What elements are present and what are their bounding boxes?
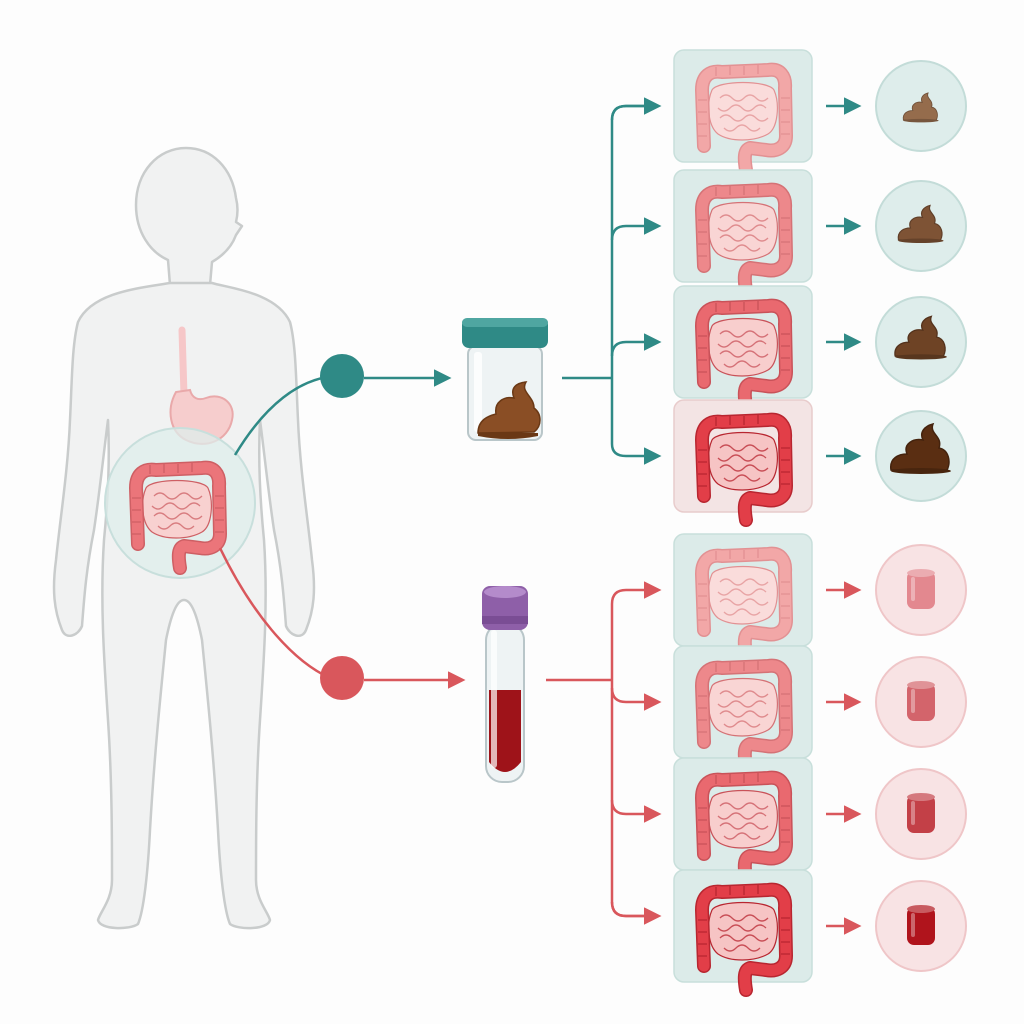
blood-stage-4-colon-icon <box>695 882 793 997</box>
blood-stage-3-blood-cup-icon <box>875 768 967 860</box>
blood-stage-1-blood-cup-icon <box>875 544 967 636</box>
digestive-tract-icon <box>129 460 227 575</box>
stool-stage-1-colon-icon <box>695 62 793 177</box>
stool-branch-tree <box>562 97 662 465</box>
red-node-icon <box>320 656 364 700</box>
stool-stage-2-stool-icon <box>875 180 967 272</box>
blood-stage-3 <box>673 757 967 885</box>
human-body-icon <box>52 146 316 930</box>
teal-node-icon <box>320 354 364 398</box>
stool-sample-jar-icon <box>462 318 548 441</box>
blood-stage-3-colon-icon <box>695 770 793 885</box>
body-colon-icon <box>129 460 227 575</box>
stool-stage-4 <box>673 399 967 527</box>
blood-stage-4-blood-cup-icon <box>875 880 967 972</box>
stool-stage-3-stool-icon <box>875 296 967 388</box>
blood-branch-connector <box>218 547 331 680</box>
stool-stage-2 <box>673 169 967 297</box>
blood-stage-2 <box>673 645 967 773</box>
stool-stage-list <box>673 49 967 527</box>
blood-stage-list <box>673 533 967 997</box>
stool-stage-1 <box>673 49 967 177</box>
stool-stage-3 <box>673 285 967 413</box>
stool-stage-2-colon-icon <box>695 182 793 297</box>
blood-stage-4 <box>673 869 967 997</box>
blood-stage-2-blood-cup-icon <box>875 656 967 748</box>
stool-stage-4-colon-icon <box>695 412 793 527</box>
blood-tube-icon <box>482 586 528 783</box>
stool-stage-3-colon-icon <box>695 298 793 413</box>
stool-stage-1-stool-icon <box>875 60 967 152</box>
blood-stage-2-colon-icon <box>695 658 793 773</box>
blood-stage-1-colon-icon <box>695 546 793 661</box>
stool-stage-4-stool-icon <box>875 410 967 502</box>
blood-branch-tree <box>546 581 662 925</box>
blood-stage-1 <box>673 533 967 661</box>
